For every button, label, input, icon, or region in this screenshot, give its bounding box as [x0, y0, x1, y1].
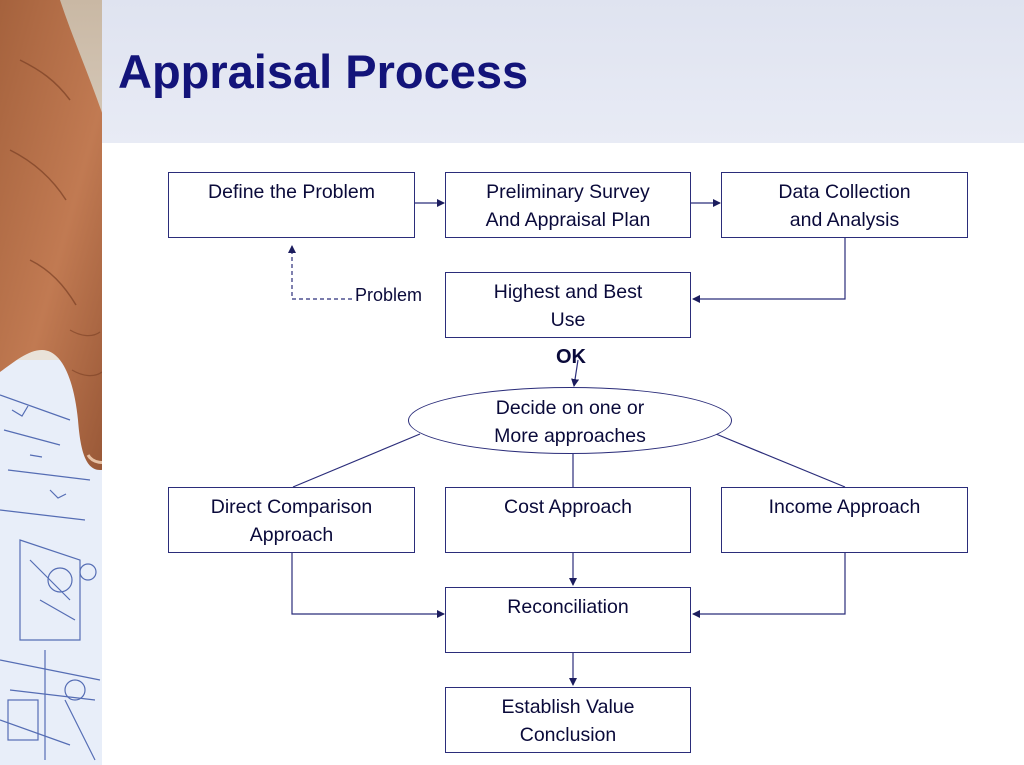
- dashed-arrow-problem-to-define: [288, 245, 352, 300]
- slide-title: Appraisal Process: [118, 45, 529, 98]
- step-cost-approach: Cost Approach: [445, 487, 691, 553]
- step-preliminary-survey: Preliminary Survey And Appraisal Plan: [445, 172, 691, 238]
- arrow-direct-to-reconciliation: [291, 553, 445, 618]
- decide-approaches-ellipse: Decide on one or More approaches: [408, 387, 732, 454]
- step-highest-best-use: Highest and Best Use: [445, 272, 691, 338]
- step-define-problem: Define the Problem: [168, 172, 415, 238]
- problem-label: Problem: [355, 285, 423, 305]
- step-direct-comparison: Direct Comparison Approach: [168, 487, 415, 553]
- arrow-income-to-reconciliation: [692, 553, 846, 618]
- step-value-conclusion: Establish Value Conclusion: [445, 687, 691, 753]
- step-data-collection: Data Collection and Analysis: [721, 172, 968, 238]
- arrow-data-to-highest-best-use: [692, 238, 846, 303]
- line-decide-to-income: [715, 433, 846, 488]
- hand-blueprint-illustration: [0, 0, 102, 765]
- hand-blueprint-image: [0, 0, 102, 765]
- ok-label: OK: [556, 346, 586, 368]
- line-decide-to-direct: [292, 433, 421, 488]
- title-band: [102, 0, 1024, 143]
- step-income-approach: Income Approach: [721, 487, 968, 553]
- step-reconciliation: Reconciliation: [445, 587, 691, 653]
